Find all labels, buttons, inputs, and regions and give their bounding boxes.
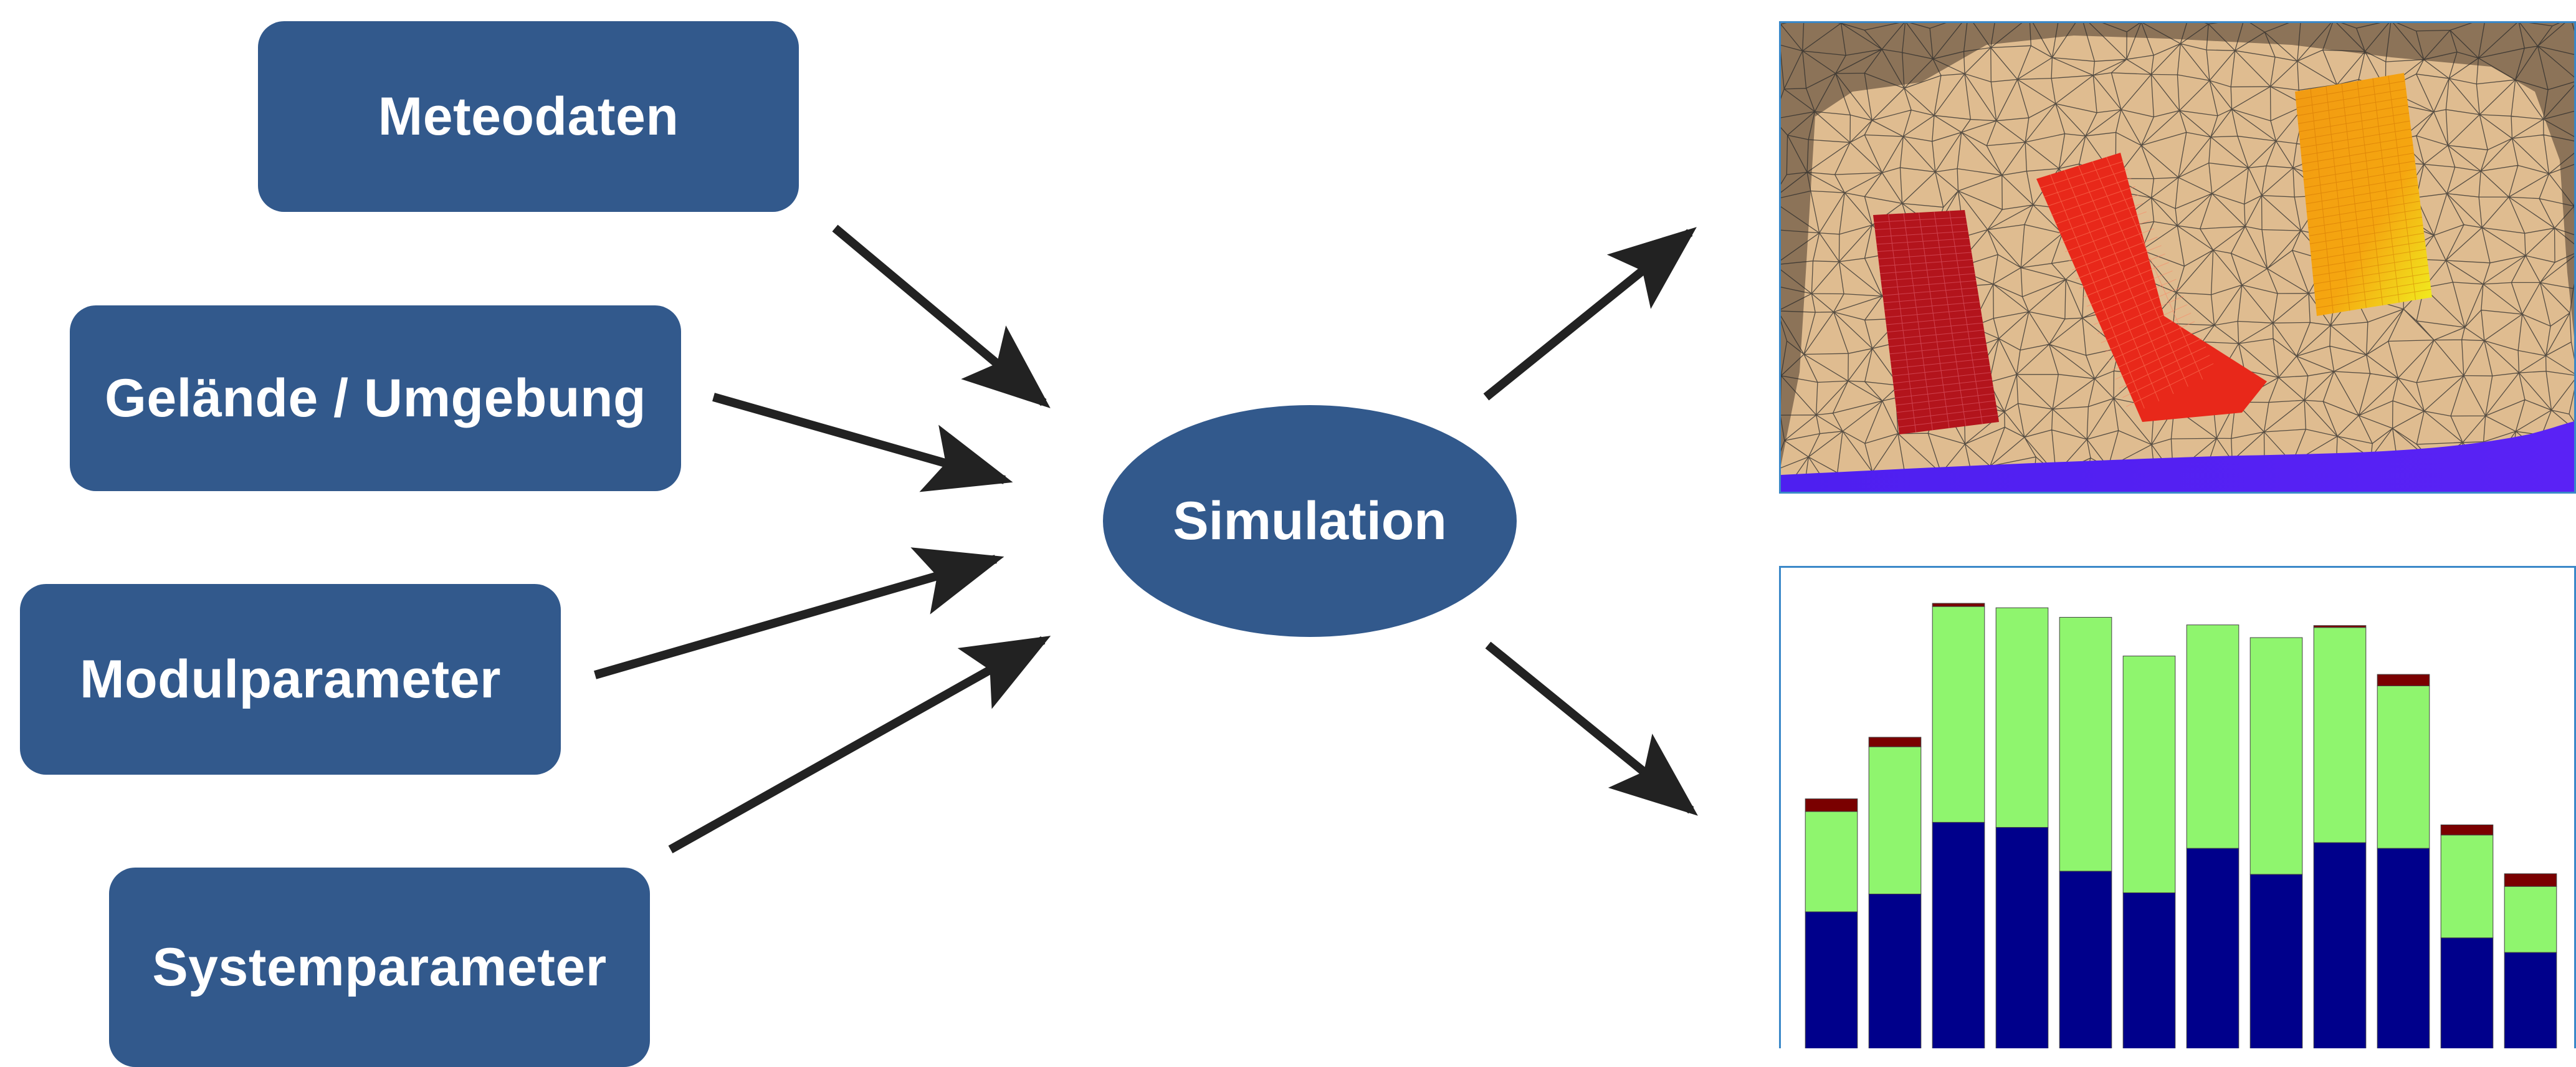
grid-darkred-cells [1874, 211, 1998, 433]
yield-chart-panel [1779, 566, 2576, 1048]
bar-2-series-2 [1868, 746, 1922, 894]
terrain-input-box: Gelände / Umgebung [70, 305, 681, 491]
bar-4-series-2 [1995, 607, 2049, 828]
arrow-simulation-to-visualization [1483, 227, 1697, 401]
pv-array-orange [2295, 73, 2432, 316]
simulation-node: Simulation [1103, 405, 1517, 637]
bar-12-series-1 [2504, 952, 2557, 1048]
arrow-module-to-simulation [594, 547, 1004, 679]
bar-3-series-2 [1932, 606, 1985, 823]
meteodata-label: Meteodaten [378, 86, 679, 146]
arrow-terrain-to-simulation [712, 393, 1013, 492]
bar-1-series-3 [1805, 798, 1858, 812]
terrain-mesh-with-pv-arrays-icon [1781, 23, 2574, 492]
simulation-label: Simulation [1173, 490, 1447, 551]
bar-2-series-3 [1868, 737, 1922, 747]
module-parameters-input-box: Modulparameter [20, 584, 561, 775]
bar-11-series-2 [2440, 835, 2494, 939]
bar-10-series-1 [2377, 848, 2430, 1048]
bar-6-series-1 [2122, 892, 2176, 1048]
bar-9-series-1 [2313, 842, 2367, 1048]
terrain-visualization-panel [1779, 21, 2576, 494]
bar-3-series-3 [1932, 603, 1985, 607]
bar-10-series-3 [2377, 674, 2430, 686]
bar-4-series-1 [1995, 827, 2049, 1048]
bar-6-series-2 [2122, 656, 2176, 893]
bar-9-series-2 [2313, 627, 2367, 843]
bar-11-series-1 [2440, 937, 2494, 1048]
monthly-yield-bar-chart [1805, 603, 2557, 1048]
bar-1-series-1 [1805, 911, 1858, 1048]
bar-11-series-3 [2440, 824, 2494, 836]
system-parameters-label: Systemparameter [152, 937, 607, 997]
pv-array-red [2036, 153, 2267, 422]
pv-array-dark-red [1873, 210, 1999, 434]
bar-5-series-2 [2059, 616, 2112, 872]
system-parameters-input-box: Systemparameter [109, 868, 650, 1067]
bar-2-series-1 [1868, 893, 1922, 1048]
terrain-label: Gelände / Umgebung [104, 368, 647, 428]
bar-3-series-1 [1932, 821, 1985, 1048]
grid-red-cells [2039, 156, 2214, 409]
bar-1-series-2 [1805, 811, 1858, 912]
water-body [1781, 421, 2574, 492]
bar-5-series-1 [2059, 871, 2112, 1048]
arrow-system-to-simulation [668, 636, 1051, 854]
meteodata-input-box: Meteodaten [258, 21, 799, 212]
bar-10-series-2 [2377, 685, 2430, 849]
arrow-meteo-to-simulation [832, 224, 1051, 408]
bar-7-series-2 [2186, 624, 2240, 849]
bar-8-series-1 [2249, 874, 2303, 1048]
bar-12-series-3 [2504, 873, 2557, 887]
module-parameters-label: Modulparameter [79, 649, 502, 709]
bar-12-series-2 [2504, 886, 2557, 953]
bar-7-series-1 [2186, 848, 2240, 1048]
bar-9-series-3 [2313, 625, 2367, 628]
arrow-simulation-to-chart [1485, 641, 1698, 816]
bar-8-series-2 [2249, 637, 2303, 875]
grid-orange-cells [2296, 75, 2431, 313]
